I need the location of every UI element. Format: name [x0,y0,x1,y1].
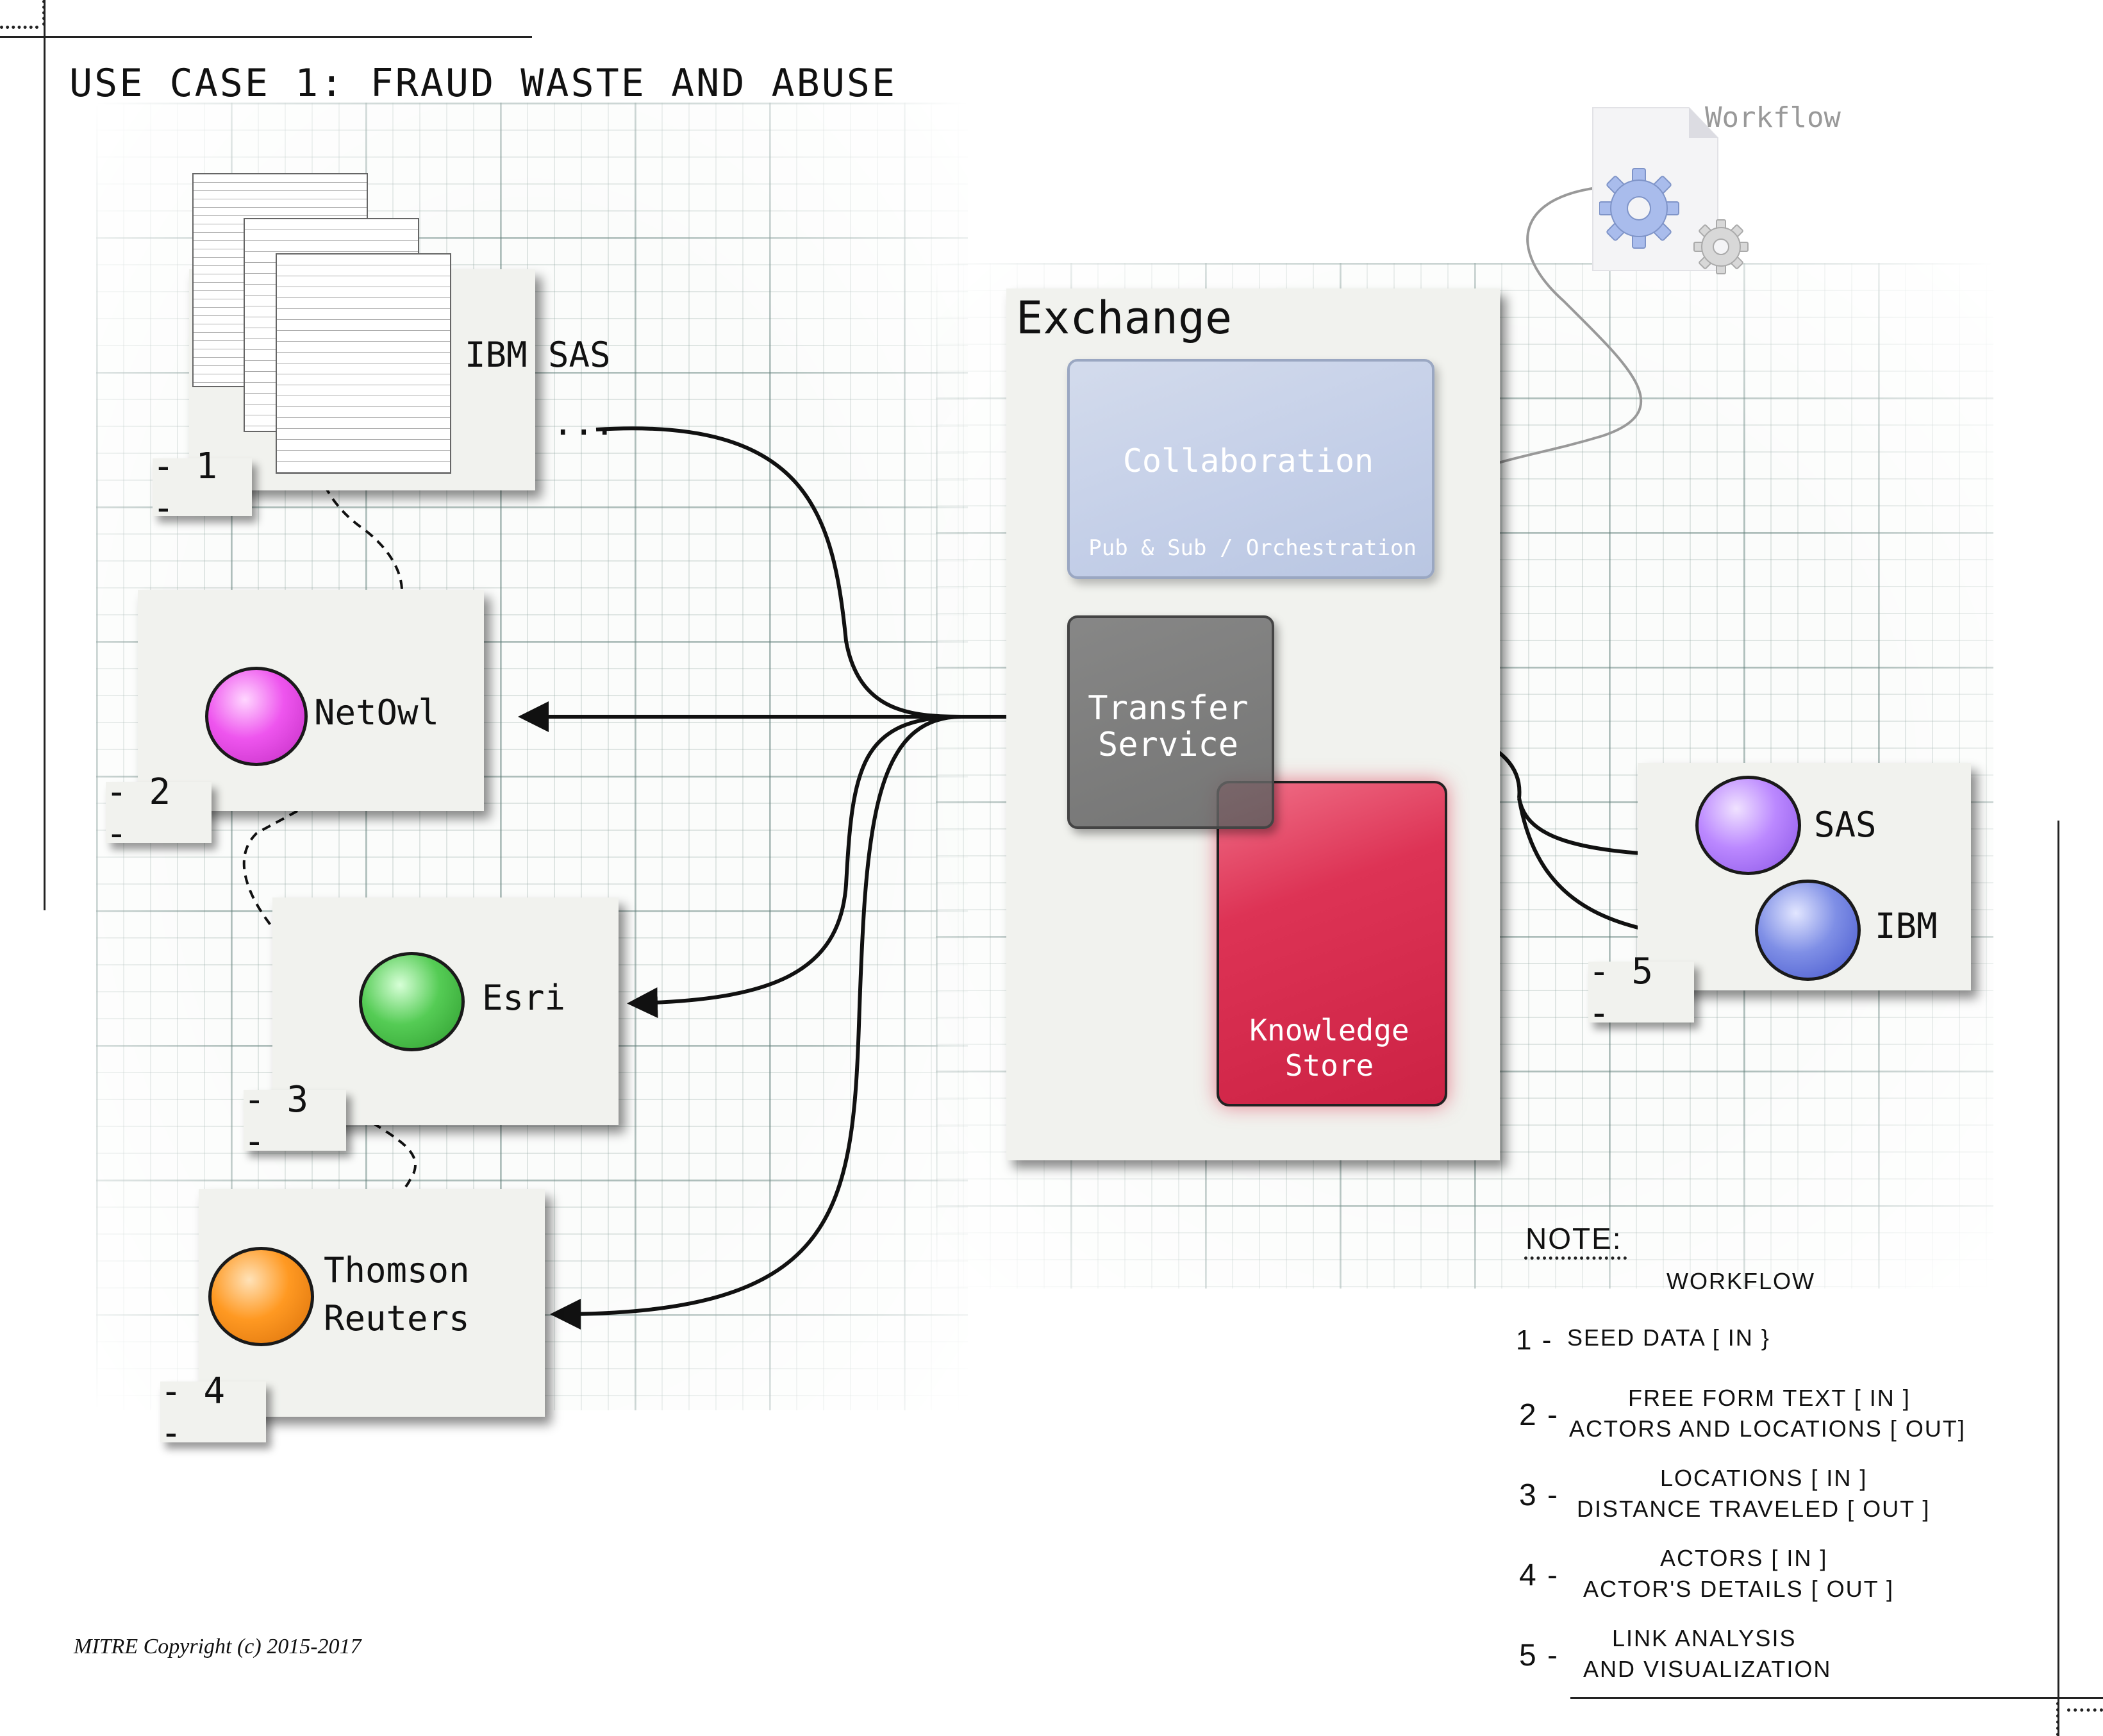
tag-2: - 2 - [106,771,212,855]
arrow-seed-to-transfer [595,426,962,719]
transfer-service-box[interactable] [1067,615,1274,829]
legend-item-1-num: 1 - [1516,1324,1553,1356]
sas-label: SAS [1814,805,1877,845]
netowl-node[interactable] [205,667,308,766]
knowledge-store-line1: Knowledge [1249,1013,1409,1047]
collaboration-box[interactable] [1067,359,1434,579]
frame-bottom-line [1570,1697,2103,1699]
transfer-service-line1: Transfer [1088,689,1249,728]
thomson-label-line1: Thomson [324,1250,470,1290]
arrow-workflow-to-collaboration [1450,185,1643,482]
esri-node[interactable] [359,952,465,1051]
legend-item-3-line2: DISTANCE TRAVELED [ OUT ] [1577,1496,1931,1522]
arrow-esri [627,715,962,1019]
page-title: USE CASE 1: FRAUD WASTE AND ABUSE [69,61,897,106]
legend-item-5-num: 5 - [1519,1639,1559,1673]
legend-item-5-line2: AND VISUALIZATION [1583,1656,1832,1682]
gear-icon [1689,215,1766,292]
tag-5: - 5 - [1588,951,1694,1034]
knowledge-store-line2: Store [1284,1048,1374,1083]
legend-item-2-line2: ACTORS AND LOCATIONS [ OUT] [1569,1415,1966,1442]
ibm-node[interactable] [1755,880,1861,981]
copyright: MITRE Copyright (c) 2015-2017 [74,1635,362,1658]
legend-item-1-text: SEED DATA [ IN } [1567,1324,1770,1351]
frame-bottom-dots [2067,1708,2103,1712]
legend-heading: NOTE: [1525,1222,1622,1255]
frame-right-line [2057,821,2059,1736]
frame-top-line [0,36,532,38]
legend-item-4-line1: ACTORS [ IN ] [1660,1545,1828,1571]
legend-item-3-num: 3 - [1519,1478,1559,1512]
legend-heading-underline [1524,1256,1627,1260]
knowledge-store-box[interactable] [1217,781,1447,1106]
arrow-thomson [550,715,962,1330]
frame-corner-dots-v [42,0,46,26]
ibm-label: IBM [1875,906,1938,946]
document-thumbnail [276,253,451,474]
thomson-node[interactable] [208,1247,314,1346]
collaboration-title: Collaboration [1122,442,1374,480]
transfer-service-line2: Service [1097,726,1239,764]
netowl-label: NetOwl [314,692,440,733]
legend-item-3-line1: LOCATIONS [ IN ] [1660,1465,1868,1491]
tag-4: - 4 - [160,1371,266,1454]
thomson-label-line2: Reuters [324,1298,470,1339]
sas-node[interactable] [1695,776,1801,875]
seed-ellipsis: ... [553,403,615,443]
legend-item-4-line2: ACTOR'S DETAILS [ OUT ] [1583,1576,1894,1602]
seed-label: IBM SAS [465,335,611,375]
legend-item-2-line1: FREE FORM TEXT [ IN ] [1628,1385,1911,1411]
frame-corner-dots [0,26,38,29]
legend-subheading: WORKFLOW [1667,1268,1815,1294]
collaboration-subtitle: Pub & Sub / Orchestration [1088,535,1417,561]
tag-1: - 1 - [153,446,252,529]
esri-label: Esri [482,978,566,1018]
gear-icon [1599,163,1708,272]
legend-item-5-line1: LINK ANALYSIS [1612,1625,1797,1651]
frame-left-line [44,0,46,910]
workflow-icon-label: Workflow [1705,101,1841,134]
netowl-note [138,590,484,811]
tag-3: - 3 - [244,1079,346,1162]
frame-bottom-dots-v [2056,1702,2059,1736]
legend-item-4-num: 4 - [1519,1558,1559,1592]
legend-item-2-num: 2 - [1519,1398,1559,1432]
exchange-title: Exchange [1016,292,1233,344]
